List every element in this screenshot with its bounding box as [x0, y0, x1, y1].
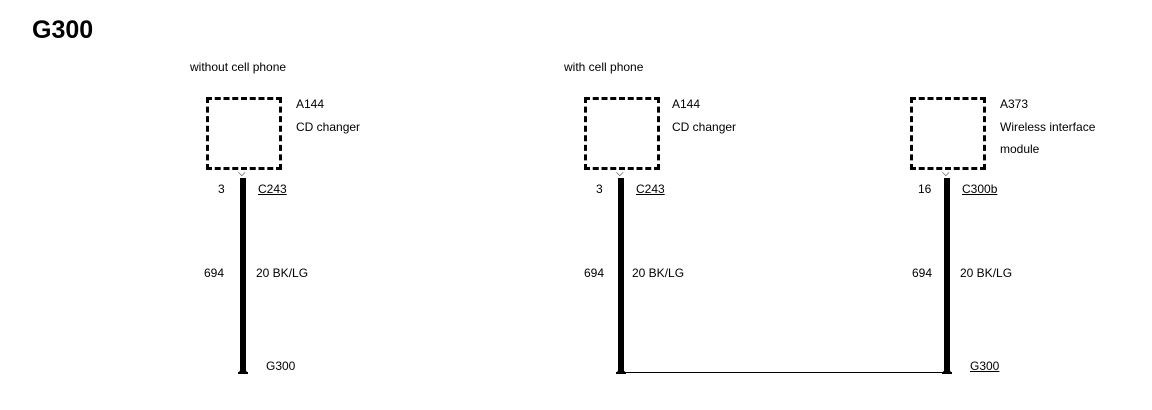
variant-caption-without-cell-phone: without cell phone: [190, 60, 287, 74]
cd-changer-component-box: [206, 97, 282, 170]
component-id-a144: A144: [672, 97, 701, 111]
cd-changer-component-box: [584, 97, 660, 170]
circuit-number: 694: [584, 266, 605, 280]
pin-number: 3: [596, 182, 603, 196]
pin-number: 3: [218, 182, 225, 196]
ground-bar-icon: [616, 372, 626, 374]
component-name-cd-changer: CD changer: [296, 120, 361, 134]
ground-bar-icon: [942, 372, 952, 374]
wire-segment: [944, 178, 950, 372]
connector-id: C300b: [962, 182, 998, 196]
ground-symbol-icon: [239, 366, 247, 372]
wire-gauge-color: 20 BK/LG: [256, 266, 309, 280]
ground-label: G300: [266, 359, 296, 373]
pin-number: 16: [918, 182, 932, 196]
connector-id: C243: [258, 182, 287, 196]
wire-segment: [618, 178, 624, 372]
circuit-number: 694: [204, 266, 225, 280]
terminal-arrow-icon: ⌵: [238, 168, 246, 179]
variant-caption-with-cell-phone: with cell phone: [564, 60, 644, 74]
component-id-a373: A373: [1000, 97, 1029, 111]
ground-bus-line: [621, 372, 947, 373]
ground-bar-icon: [238, 372, 248, 374]
circuit-number: 694: [912, 266, 933, 280]
ground-symbol-icon: [943, 366, 951, 372]
ground-label: G300: [970, 359, 1000, 373]
component-id-a144: A144: [296, 97, 325, 111]
component-name-line1: Wireless interface: [1000, 120, 1096, 134]
page-title: G300: [32, 16, 94, 44]
component-name-cd-changer: CD changer: [672, 120, 737, 134]
component-name-line2: module: [1000, 142, 1040, 156]
terminal-arrow-icon: ⌵: [616, 168, 624, 179]
wire-gauge-color: 20 BK/LG: [632, 266, 685, 280]
wire-segment: [240, 178, 246, 372]
wire-gauge-color: 20 BK/LG: [960, 266, 1013, 280]
terminal-arrow-icon: ⌵: [942, 168, 950, 179]
connector-id: C243: [636, 182, 665, 196]
ground-symbol-icon: [617, 366, 625, 372]
wireless-interface-module-component-box: [910, 97, 986, 170]
